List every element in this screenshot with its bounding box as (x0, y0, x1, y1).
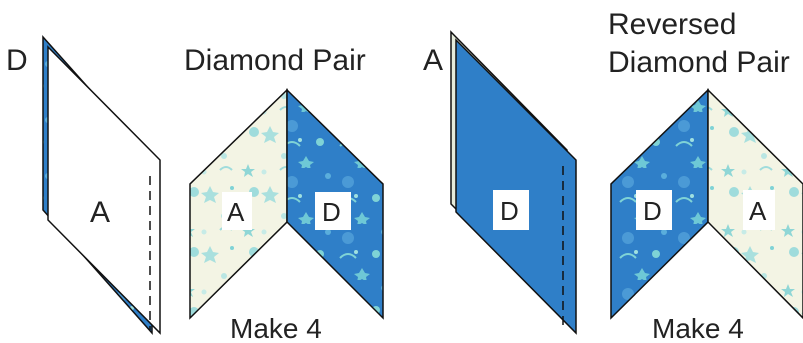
panel-3-d-over-a: A D (423, 30, 577, 335)
panel-1-a-over-d: D A (6, 35, 161, 335)
panel-2-title: Diamond Pair (184, 44, 366, 77)
diamond-d-top (455, 38, 577, 335)
panel-4-title-line1: Reversed (608, 8, 736, 41)
label-d: D (322, 197, 341, 227)
make-count-caption: Make 4 (230, 313, 322, 343)
label-d-box (636, 190, 672, 230)
panel-2-diamond-pair: Diamond Pair A D Make 4 (184, 44, 384, 343)
diamond-a-top (47, 45, 161, 335)
label-d: D (6, 44, 28, 77)
label-a-box (222, 192, 252, 230)
label-d: D (643, 196, 662, 226)
label-a: A (423, 44, 443, 77)
label-d-box (315, 192, 351, 230)
label-a: A (227, 197, 245, 227)
panel-4-reversed-diamond-pair: Reversed Diamond Pair D A Make 4 (608, 8, 803, 343)
label-a-box (743, 190, 775, 230)
panel-4-title-line2: Diamond Pair (608, 46, 790, 79)
label-a: A (90, 196, 110, 229)
label-d: D (500, 196, 519, 226)
make-count-caption: Make 4 (652, 313, 744, 343)
label-d-box (493, 190, 529, 230)
label-a: A (749, 196, 767, 226)
